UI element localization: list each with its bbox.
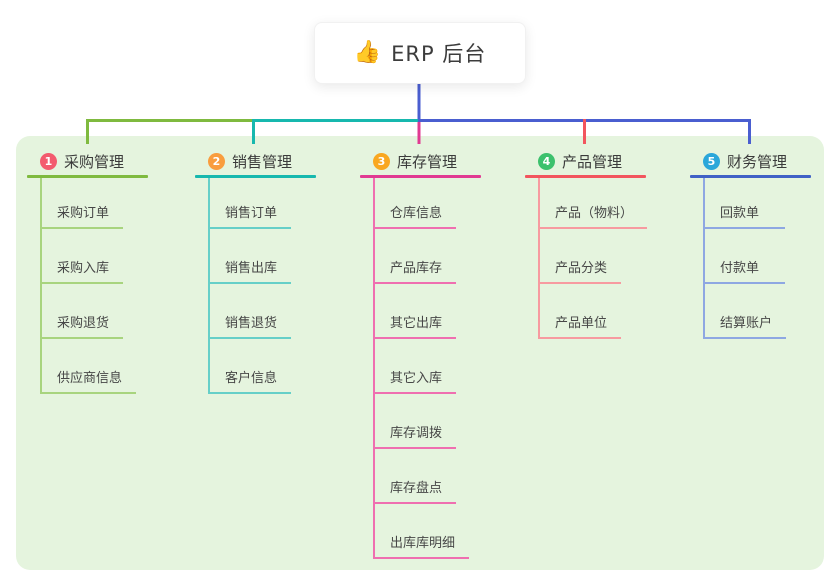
child-node[interactable]: 库存调拨 xyxy=(375,394,457,449)
branch-underline xyxy=(690,175,811,178)
branch-underline xyxy=(27,175,148,178)
child-node[interactable]: 销售出库 xyxy=(210,229,292,284)
branch-node-sales[interactable]: 2 销售管理 xyxy=(195,150,355,172)
child-node[interactable]: 付款单 xyxy=(705,229,785,284)
branch-inventory-management: 3 库存管理 仓库信息 产品库存 其它出库 其它入库 库存调拨 库存盘点 出库库… xyxy=(360,150,520,559)
child-node[interactable]: 出库库明细 xyxy=(375,504,470,559)
branch-number-badge: 5 xyxy=(703,152,720,170)
child-node[interactable]: 采购退货 xyxy=(42,284,124,339)
child-node[interactable]: 其它出库 xyxy=(375,284,457,339)
branch-node-product[interactable]: 4 产品管理 xyxy=(525,150,685,172)
child-node[interactable]: 销售退货 xyxy=(210,284,292,339)
child-node[interactable]: 结算账户 xyxy=(705,284,787,339)
branch-title: 库存管理 xyxy=(397,152,458,171)
child-node[interactable]: 仓库信息 xyxy=(375,178,457,229)
branch-children: 销售订单 销售出库 销售退货 客户信息 xyxy=(208,178,292,394)
branch-underline xyxy=(360,175,481,178)
thumbs-up-icon: 👍 xyxy=(353,40,382,65)
child-node[interactable]: 销售订单 xyxy=(210,178,292,229)
child-node[interactable]: 产品库存 xyxy=(375,229,457,284)
branch-node-finance[interactable]: 5 财务管理 xyxy=(690,150,839,172)
branch-number-badge: 1 xyxy=(40,152,57,170)
branches-background-panel xyxy=(16,136,824,570)
child-node[interactable]: 其它入库 xyxy=(375,339,457,394)
branch-node-inventory[interactable]: 3 库存管理 xyxy=(360,150,520,172)
branch-title: 财务管理 xyxy=(727,152,788,171)
branch-number-badge: 2 xyxy=(208,152,225,170)
branch-title: 采购管理 xyxy=(64,152,125,171)
branch-underline xyxy=(195,175,316,178)
branch-finance-management: 5 财务管理 回款单 付款单 结算账户 xyxy=(690,150,839,339)
child-node[interactable]: 产品分类 xyxy=(540,229,622,284)
branch-children: 仓库信息 产品库存 其它出库 其它入库 库存调拨 库存盘点 出库库明细 xyxy=(373,178,470,559)
child-node[interactable]: 库存盘点 xyxy=(375,449,457,504)
child-node[interactable]: 产品（物料） xyxy=(540,178,648,229)
child-node[interactable]: 采购订单 xyxy=(42,178,124,229)
branch-children: 产品（物料） 产品分类 产品单位 xyxy=(538,178,648,339)
root-node-label: ERP 后台 xyxy=(391,42,487,66)
child-node[interactable]: 客户信息 xyxy=(210,339,292,394)
branch-purchase-management: 1 采购管理 采购订单 采购入库 采购退货 供应商信息 xyxy=(27,150,187,394)
branch-node-purchase[interactable]: 1 采购管理 xyxy=(27,150,187,172)
branch-sales-management: 2 销售管理 销售订单 销售出库 销售退货 客户信息 xyxy=(195,150,355,394)
child-node[interactable]: 供应商信息 xyxy=(42,339,137,394)
root-node-erp-backend[interactable]: 👍 ERP 后台 xyxy=(314,22,526,84)
branch-children: 回款单 付款单 结算账户 xyxy=(703,178,787,339)
branch-number-badge: 3 xyxy=(373,152,390,170)
branch-underline xyxy=(525,175,646,178)
branch-children: 采购订单 采购入库 采购退货 供应商信息 xyxy=(40,178,137,394)
branch-product-management: 4 产品管理 产品（物料） 产品分类 产品单位 xyxy=(525,150,685,339)
branch-number-badge: 4 xyxy=(538,152,555,170)
child-node[interactable]: 采购入库 xyxy=(42,229,124,284)
child-node[interactable]: 回款单 xyxy=(705,178,785,229)
branch-title: 产品管理 xyxy=(562,152,623,171)
child-node[interactable]: 产品单位 xyxy=(540,284,622,339)
branch-title: 销售管理 xyxy=(232,152,293,171)
